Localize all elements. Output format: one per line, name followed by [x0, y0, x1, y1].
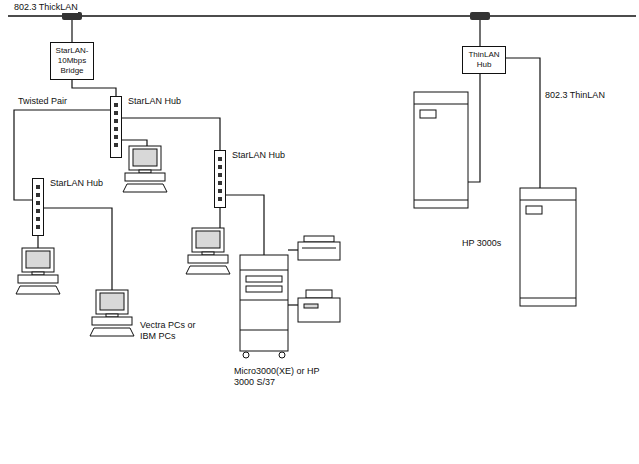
device-label: Micro3000(XE) or HP 3000 S/37: [234, 366, 320, 388]
hub-port: [36, 185, 40, 189]
printer-icon: [298, 236, 340, 260]
hub-port: [114, 103, 118, 107]
hub-port: [114, 111, 118, 115]
hub-port: [218, 165, 222, 169]
pc-icon: [90, 290, 134, 336]
printer-icon: [298, 290, 340, 322]
hub-unit: StarLAN Hub: [32, 178, 44, 236]
hp3000-cabinet: [520, 188, 576, 306]
network-label: 802.3 ThickLAN: [14, 2, 78, 13]
box-label: StarLAN- 10Mbps Bridge: [54, 46, 90, 76]
bridge-box: StarLAN- 10Mbps Bridge: [50, 42, 94, 80]
hub-unit: StarLAN Hub: [214, 150, 226, 208]
hub-port: [114, 135, 118, 139]
hub-port: [218, 197, 222, 201]
pc-wire: [122, 140, 147, 146]
hub-port: [114, 119, 118, 123]
device-label: Vectra PCs or IBM PCs: [140, 320, 206, 342]
cable-tap: [470, 12, 490, 20]
printer-cable: [288, 304, 298, 305]
hub-port: [114, 127, 118, 131]
hp3000-cabinet: [414, 92, 468, 208]
hub-port: [36, 225, 40, 229]
thicklan-cable: [8, 15, 636, 17]
hub-port: [36, 201, 40, 205]
tap-drop: [71, 20, 72, 42]
box-label: ThinLAN Hub: [466, 50, 502, 70]
hub-ports: [33, 179, 43, 235]
thinlan-cable: [468, 68, 480, 182]
hub-port: [114, 143, 118, 147]
twisted-pair-link: [14, 110, 110, 200]
hub-port: [36, 217, 40, 221]
hub-ports: [111, 97, 121, 157]
edge-label: Twisted Pair: [18, 96, 67, 107]
hub-label: StarLAN Hub: [50, 178, 103, 189]
hub-label: StarLAN Hub: [232, 150, 285, 161]
hub-port: [218, 157, 222, 161]
pc-icon: [123, 146, 167, 192]
device-label: HP 3000s: [462, 238, 501, 249]
micro3000-tower: [240, 255, 288, 358]
cable-tap: [62, 12, 82, 20]
network-label: 802.3 ThinLAN: [545, 90, 605, 101]
hub-ports: [215, 151, 225, 207]
hub-unit: StarLAN Hub: [110, 96, 122, 158]
pc-wire: [219, 206, 220, 228]
hub-box: ThinLAN Hub: [462, 46, 506, 74]
twisted-pair-link: [72, 80, 116, 96]
pc-wire: [37, 234, 38, 248]
hub-port: [218, 173, 222, 177]
twisted-pair-link: [122, 118, 220, 150]
hub-port: [36, 209, 40, 213]
pc-wire: [226, 195, 264, 255]
hub-port: [218, 189, 222, 193]
printer-cable: [288, 249, 298, 250]
hub-label: StarLAN Hub: [128, 96, 181, 107]
tap-drop: [479, 20, 480, 46]
hub-port: [36, 193, 40, 197]
hub-port: [218, 181, 222, 185]
thinlan-cable: [500, 58, 540, 188]
pc-icon: [16, 248, 60, 294]
pc-icon: [186, 228, 230, 274]
